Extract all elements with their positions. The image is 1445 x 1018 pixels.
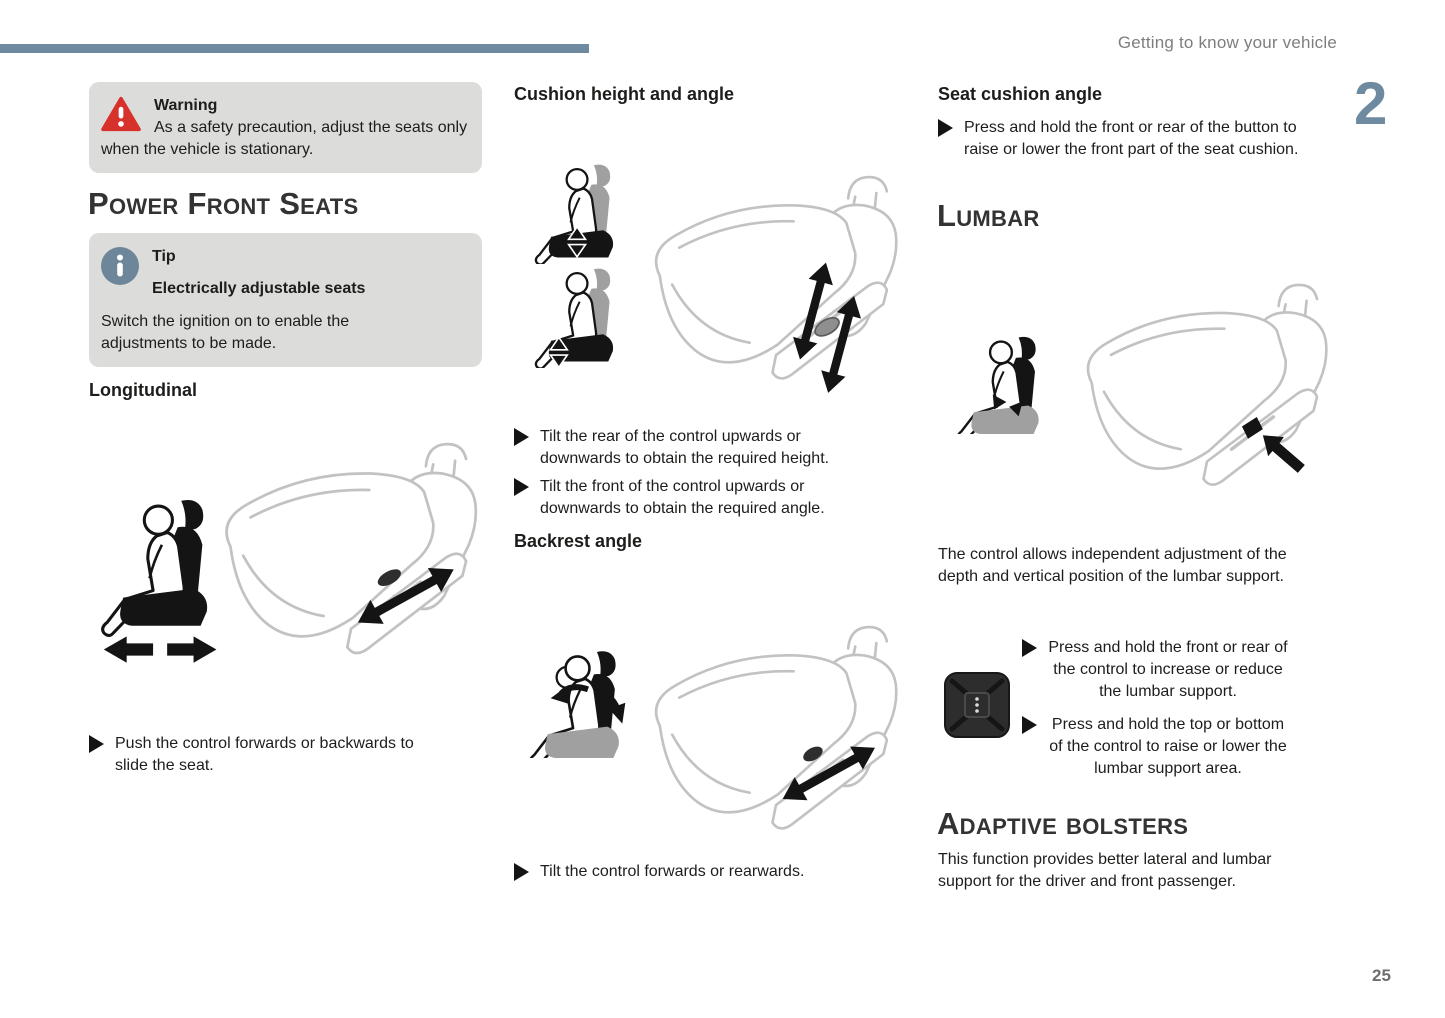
seat-illustration-backrest-angle xyxy=(654,625,899,831)
page-number: 25 xyxy=(1372,966,1391,985)
pictogram-cushion-height-front xyxy=(534,268,614,368)
bullet-item: Push the control forwards or backwards t… xyxy=(89,733,445,777)
right-triangle-bullet-icon xyxy=(938,119,953,137)
right-triangle-bullet-icon xyxy=(89,735,104,753)
warning-box: Warning As a safety precaution, adjust t… xyxy=(89,82,482,173)
bullet-item: Press and hold the top or bottom of the … xyxy=(1022,714,1288,780)
pictogram-backrest-angle xyxy=(528,651,626,758)
tip-body: Switch the ignition on to enable the adj… xyxy=(101,313,350,352)
section-title-adaptive-bolsters: Adaptive bolsters xyxy=(937,806,1189,841)
section-title-lumbar: Lumbar xyxy=(937,198,1040,233)
heading-backrest-angle: Backrest angle xyxy=(514,531,643,551)
tip-box: Tip Electrically adjustable seats Switch… xyxy=(89,233,482,367)
bullet-text: Tilt the rear of the control upwards or … xyxy=(540,428,830,467)
bullet-item: Press and hold the front or rear of the … xyxy=(1022,637,1288,703)
warning-title: Warning xyxy=(154,97,218,114)
pictogram-cushion-height-rear xyxy=(534,164,614,264)
info-icon xyxy=(101,247,139,303)
chapter-number: 2 xyxy=(1354,70,1388,137)
lumbar-control-button-image xyxy=(944,672,1010,743)
bullet-item: Press and hold the front or rear of the … xyxy=(938,117,1304,161)
section-title-power-front-seats: Power Front Seats xyxy=(88,186,359,221)
heading-seat-cushion-angle: Seat cushion angle xyxy=(938,84,1103,104)
subheading-longitudinal: Longitudinal xyxy=(89,380,197,400)
warning-triangle-icon xyxy=(101,96,141,132)
bullet-item: Tilt the front of the control upwards or… xyxy=(514,476,860,520)
pictogram-lumbar xyxy=(956,336,1039,434)
right-triangle-bullet-icon xyxy=(514,863,529,881)
bullet-text: Press and hold the top or bottom of the … xyxy=(1049,716,1287,777)
right-triangle-bullet-icon xyxy=(1022,639,1037,657)
right-triangle-bullet-icon xyxy=(514,478,529,496)
right-triangle-bullet-icon xyxy=(514,428,529,446)
right-triangle-bullet-icon xyxy=(1022,716,1037,734)
pictogram-longitudinal xyxy=(101,500,217,663)
bullet-item: Tilt the rear of the control upwards or … xyxy=(514,426,860,470)
bullet-text: Push the control forwards or backwards t… xyxy=(115,735,414,774)
seat-illustration-lumbar xyxy=(1086,283,1329,487)
bullet-text: Tilt the front of the control upwards or… xyxy=(540,478,825,517)
tip-subtitle: Electrically adjustable seats xyxy=(152,280,366,297)
tip-title: Tip xyxy=(152,248,176,265)
adaptive-bolsters-body: This function provides better lateral an… xyxy=(938,851,1272,890)
heading-cushion-height-and-angle: Cushion height and angle xyxy=(514,84,734,104)
seat-illustration-longitudinal xyxy=(224,442,478,655)
running-header: Getting to know your vehicle xyxy=(1117,33,1337,52)
bullet-text: Tilt the control forwards or rearwards. xyxy=(540,863,805,880)
bullet-text: Press and hold the front or rear of the … xyxy=(1048,639,1288,700)
header-rule xyxy=(0,44,589,53)
pointer-arrow xyxy=(1262,435,1305,473)
lumbar-intro: The control allows independent adjustmen… xyxy=(938,546,1287,585)
bullet-text: Press and hold the front or rear of the … xyxy=(964,119,1299,158)
bullet-item: Tilt the control forwards or rearwards. xyxy=(514,861,804,883)
warning-body: As a safety precaution, adjust the seats… xyxy=(101,119,468,158)
seat-illustration-cushion-height xyxy=(654,175,899,397)
